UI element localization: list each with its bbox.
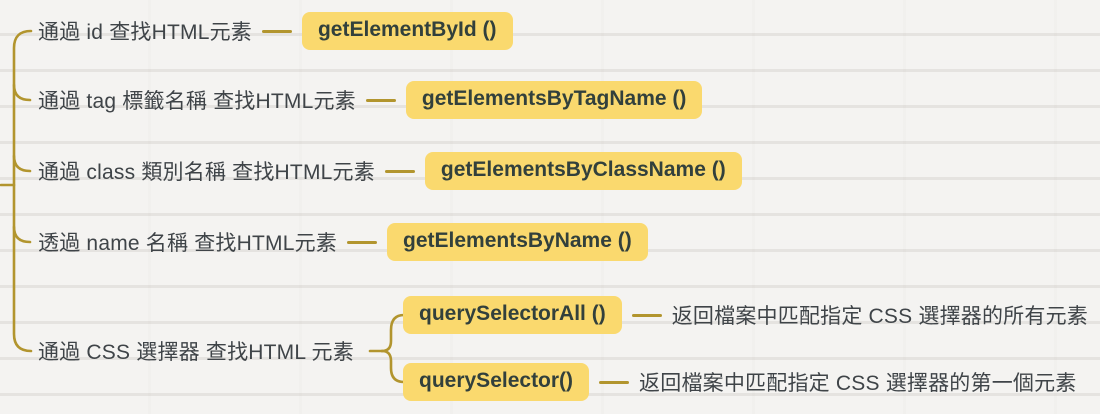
method-node-getelementsbyclassname[interactable]: getElementsByClassName () — [424, 152, 742, 190]
branch-2-label[interactable]: 通過 tag 標籤名稱 查找HTML元素 — [38, 90, 356, 113]
branch-4-label[interactable]: 透過 name 名稱 查找HTML元素 — [38, 232, 337, 255]
method-node-getelementsbyname[interactable]: getElementsByName () — [387, 223, 648, 261]
branch-1-label[interactable]: 通過 id 查找HTML元素 — [38, 21, 252, 44]
method-node-queryselectorall[interactable]: querySelectorAll () — [403, 296, 622, 334]
connector-dash — [599, 380, 630, 384]
branch-row-tag: 通過 tag 標籤名稱 查找HTML元素 getElementsByTagNam… — [38, 81, 703, 119]
branch-row-class: 通過 class 類別名稱 查找HTML元素 getElementsByClas… — [38, 152, 742, 190]
connector-dash — [347, 240, 377, 244]
connector-dash — [631, 313, 662, 317]
sub-row-queryselector: querySelector() 返回檔案中匹配指定 CSS 選擇器的第一個元素 — [403, 363, 1077, 401]
connector-dash — [384, 169, 415, 173]
method-node-queryselector[interactable]: querySelector() — [403, 363, 590, 401]
branch-3-joint — [12, 154, 32, 173]
branch-row-css: 通過 CSS 選擇器 查找HTML 元素 — [38, 332, 354, 370]
queryselector-description[interactable]: 返回檔案中匹配指定 CSS 選擇器的第一個元素 — [639, 372, 1077, 395]
css-brace-lower — [380, 349, 406, 384]
queryselectorall-description[interactable]: 返回檔案中匹配指定 CSS 選擇器的所有元素 — [671, 305, 1088, 328]
method-node-getelementbyid[interactable]: getElementById () — [301, 12, 513, 50]
branch-3-label[interactable]: 通過 class 類別名稱 查找HTML元素 — [38, 161, 375, 184]
connector-dash — [261, 29, 292, 33]
branch-4-joint — [12, 225, 32, 244]
connector-dash — [365, 98, 396, 102]
main-spine-line — [12, 29, 33, 353]
branch-2-joint — [12, 83, 32, 102]
sub-row-queryselectorall: querySelectorAll () 返回檔案中匹配指定 CSS 選擇器的所有… — [403, 296, 1088, 334]
method-node-getelementsbytagname[interactable]: getElementsByTagName () — [405, 81, 703, 119]
branch-5-label[interactable]: 通過 CSS 選擇器 查找HTML 元素 — [38, 341, 354, 364]
css-brace-upper — [380, 313, 406, 353]
branch-row-id: 通過 id 查找HTML元素 getElementById () — [38, 12, 513, 50]
branch-row-name: 透過 name 名稱 查找HTML元素 getElementsByName () — [38, 223, 648, 261]
